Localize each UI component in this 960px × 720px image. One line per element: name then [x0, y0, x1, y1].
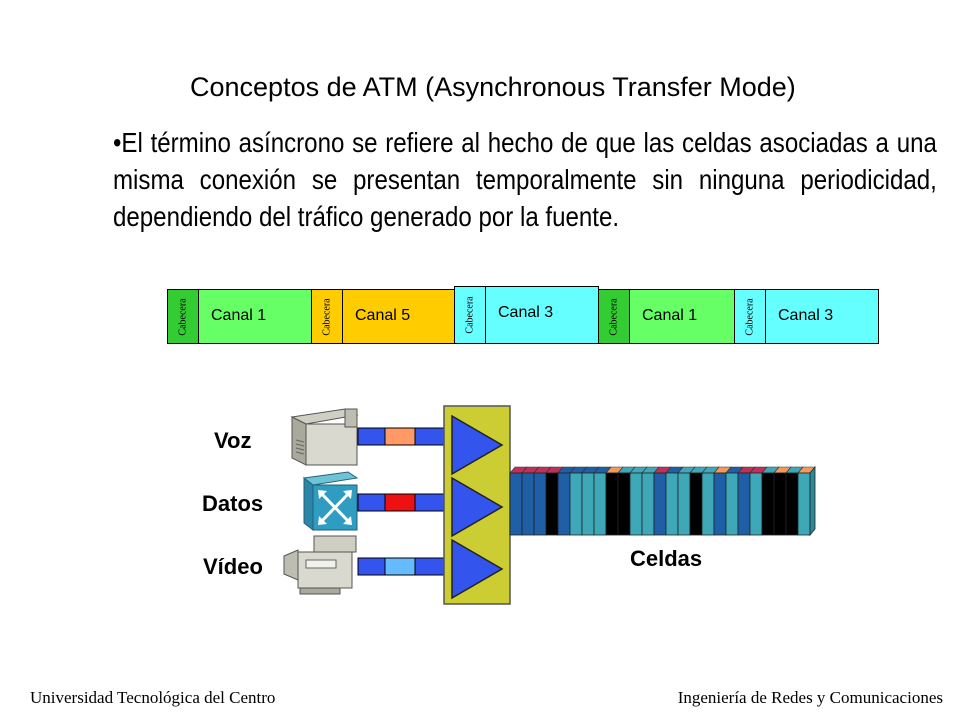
cell-top [641, 466, 660, 474]
cell-top [797, 466, 816, 474]
atm-cell [737, 472, 751, 536]
atm-cell [665, 472, 679, 536]
source-label-video: Vídeo [203, 554, 263, 579]
atm-cell [653, 472, 667, 536]
channel-cell-1: Canal 1 [198, 289, 312, 344]
cell-top [581, 466, 600, 474]
cell-top [521, 466, 540, 474]
header-label: Cabecera [744, 297, 756, 336]
switch-icon [302, 471, 359, 532]
cell-top [761, 466, 780, 474]
cell-top [665, 466, 684, 474]
cell-top [785, 466, 804, 474]
channel-cell-2: Canal 5 [342, 289, 456, 344]
channel-label: Canal 1 [642, 307, 698, 324]
channel-label: Canal 1 [211, 307, 267, 324]
channel-label: Canal 3 [498, 304, 554, 321]
header-cell-2: Cabecera [311, 289, 343, 344]
cell-top [509, 466, 528, 474]
cell-top [749, 466, 768, 474]
cell-top [737, 466, 756, 474]
voice-line [357, 427, 445, 446]
cell-top [689, 466, 708, 474]
channel-cell-3: Canal 3 [485, 286, 599, 344]
atm-cell [569, 472, 583, 536]
atm-cell [677, 472, 691, 536]
mux-arrow-1 [451, 414, 504, 476]
source-label-datos: Datos [202, 491, 264, 516]
bullet-text: •El término asíncrono se refiere al hech… [113, 127, 937, 232]
cell-top [677, 466, 696, 474]
atm-cell [797, 472, 811, 536]
cell-top [617, 466, 636, 474]
cell-top [593, 466, 612, 474]
header-label: Cabecera [608, 297, 620, 336]
cell-top [533, 466, 552, 474]
footer-university: Universidad Tecnológica del Centro [30, 688, 276, 707]
atm-cell [509, 472, 523, 536]
header-cell-4: Cabecera [598, 289, 630, 344]
atm-cell [761, 472, 775, 536]
atm-cell [557, 472, 571, 536]
atm-cell [629, 472, 643, 536]
cell-top [773, 466, 792, 474]
header-cell-3: Cabecera [454, 286, 486, 344]
atm-cell [689, 472, 703, 536]
header-cell-1: Cabecera [167, 289, 199, 344]
channel-cell-5: Canal 3 [765, 289, 879, 344]
atm-cell [617, 472, 631, 536]
source-label-voz: Voz [214, 428, 252, 453]
atm-cell [521, 472, 535, 536]
cell-stream-end [809, 465, 816, 537]
video-line [357, 557, 445, 576]
cell-top [725, 466, 744, 474]
data-line [357, 493, 445, 512]
cell-stream [509, 465, 816, 537]
atm-cell [701, 472, 715, 536]
multiplexer [443, 405, 511, 605]
telephone-icon [290, 408, 359, 466]
atm-cell [605, 472, 619, 536]
atm-cell [641, 472, 655, 536]
cell-top [713, 466, 732, 474]
atm-cell [785, 472, 799, 536]
cell-top [557, 466, 576, 474]
header-label: Cabecera [177, 297, 189, 336]
atm-cell [545, 472, 559, 536]
channel-label: Canal 3 [778, 307, 834, 324]
channel-cell-4: Canal 1 [629, 289, 743, 344]
header-label: Cabecera [464, 296, 476, 334]
mux-arrow-2 [451, 476, 504, 538]
atm-cell [713, 472, 727, 536]
cell-top [629, 466, 648, 474]
atm-cell [749, 472, 763, 536]
cell-top [545, 466, 564, 474]
header-label: Cabecera [321, 297, 333, 336]
slide-title: Conceptos de ATM (Asynchronous Transfer … [190, 72, 796, 102]
video-camera-icon [283, 535, 357, 595]
atm-cell [725, 472, 739, 536]
atm-cell [773, 472, 787, 536]
atm-cell [581, 472, 595, 536]
cells-label: Celdas [630, 546, 703, 571]
cell-strip: Cabecera Canal 1 Cabecera Canal 5 Cabece… [167, 286, 879, 344]
cell-top [701, 466, 720, 474]
cell-top [569, 466, 588, 474]
header-cell-5: Cabecera [734, 289, 766, 344]
cell-top [605, 466, 624, 474]
mux-arrow-3 [451, 538, 504, 600]
cell-top [653, 466, 672, 474]
channel-label: Canal 5 [355, 307, 411, 324]
atm-cell [533, 472, 547, 536]
footer-department: Ingeniería de Redes y Comunicaciones [677, 688, 943, 707]
atm-cell [593, 472, 607, 536]
